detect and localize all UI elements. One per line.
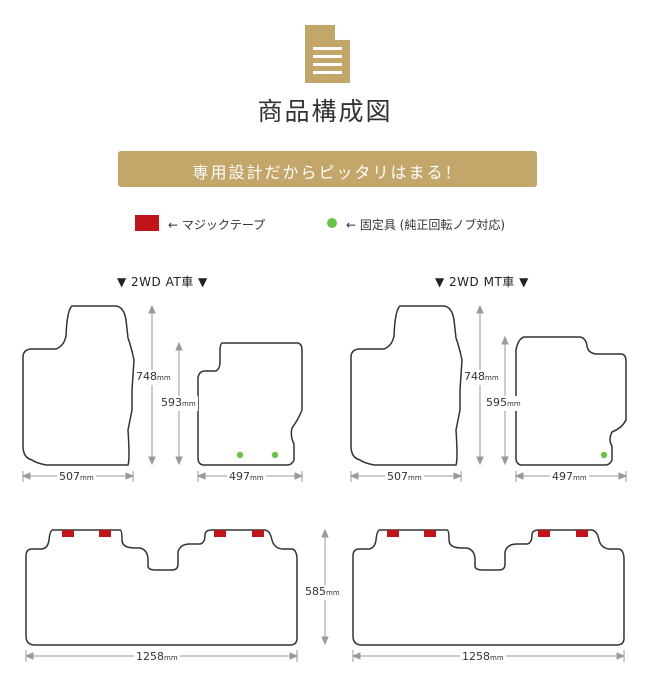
clip-legend-label: ← 固定具 (純正回転ノブ対応) <box>346 218 506 232</box>
mt-rear-mat <box>352 529 625 646</box>
tape-mark <box>214 530 226 537</box>
at-driver-mat <box>22 305 135 466</box>
page-title: 商品構成図 <box>257 97 393 126</box>
banner-text: 専用設計だからピッタリはまる！ <box>192 163 463 182</box>
clip-dot <box>271 451 279 459</box>
at-driver-width-label: 507mm <box>57 470 96 485</box>
mt-driver-height-label: 748mm <box>462 370 501 385</box>
tape-mark <box>576 530 588 537</box>
at-passenger-width-label: 497mm <box>227 470 266 485</box>
at-rear-height-label: 585mm <box>303 585 342 600</box>
mt-section-label: ▼ 2WD MT車 ▼ <box>435 275 529 289</box>
mt-driver-mat <box>350 305 463 466</box>
banner: 専用設計だからピッタリはまる！ <box>118 151 537 187</box>
at-section-label: ▼ 2WD AT車 ▼ <box>117 275 208 289</box>
at-passenger-height-label: 593mm <box>159 396 198 411</box>
mt-passenger-width-label: 497mm <box>550 470 589 485</box>
clip-swatch <box>327 218 337 228</box>
at-passenger-mat <box>197 342 303 466</box>
tape-legend-label: ← マジックテープ <box>168 218 266 232</box>
tape-mark <box>62 530 74 537</box>
clip-dot <box>236 451 244 459</box>
tape-mark <box>252 530 264 537</box>
at-driver-height-label: 748mm <box>134 370 173 385</box>
mt-driver-width-label: 507mm <box>385 470 424 485</box>
tape-mark <box>99 530 111 537</box>
at-rear-width-label: 1258mm <box>134 650 180 665</box>
tape-mark <box>538 530 550 537</box>
clip-dot <box>600 451 608 459</box>
tape-swatch <box>135 215 159 231</box>
tape-mark <box>387 530 399 537</box>
mt-passenger-mat <box>515 336 627 466</box>
document-icon <box>305 25 350 83</box>
mt-rear-width-label: 1258mm <box>460 650 506 665</box>
at-rear-mat <box>25 529 298 646</box>
mt-passenger-height-label: 595mm <box>484 396 523 411</box>
tape-mark <box>424 530 436 537</box>
